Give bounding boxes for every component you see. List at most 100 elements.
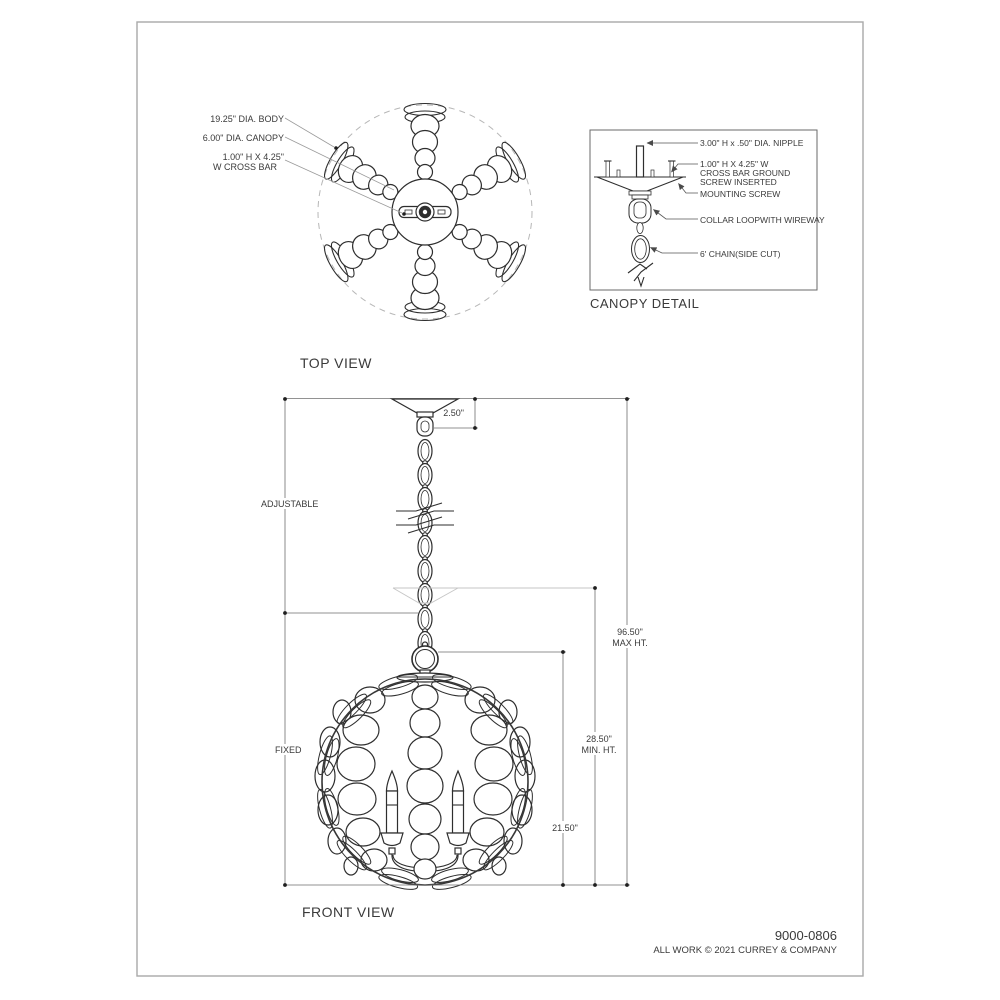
label-body-height: 21.50" [552, 823, 578, 833]
chain-link-inner [420, 586, 430, 604]
collar-stack-1 [628, 190, 652, 196]
label-adjustable: ADJUSTABLE [261, 499, 318, 509]
sphere-bead [462, 848, 490, 872]
dim-dot [593, 883, 597, 887]
label-min-height-value: 28.50" [586, 734, 612, 744]
candle-right [424, 769, 470, 873]
dim-dot [625, 397, 629, 401]
label-mask [578, 732, 620, 755]
rim-lens-bead [336, 693, 367, 724]
dim-dot [473, 397, 477, 401]
leader-crossbar-dot [402, 212, 406, 216]
ghost-canopy-cone [392, 587, 459, 604]
rim-lens-bead [324, 738, 340, 776]
small-link [636, 222, 644, 234]
sphere-bead [410, 833, 440, 861]
candle-cup-right [446, 832, 470, 847]
label-fixed: FIXED [275, 745, 302, 755]
label-mask [549, 821, 582, 833]
break-symbol-upper [396, 502, 454, 520]
label-crossbar-line2: W CROSS BAR [213, 162, 278, 172]
top-view-bead-arms [323, 102, 527, 322]
rim-lens-bead [478, 699, 508, 729]
break-symbol-lower [396, 516, 454, 534]
leader-mounting-screw [678, 183, 698, 194]
ground-screw-left [605, 160, 610, 178]
label-cd-crossbar-l2: CROSS BAR GROUND [700, 168, 790, 178]
candle-left [380, 769, 426, 873]
sphere-bead [407, 736, 443, 770]
label-min-height-caption: MIN. HT. [582, 745, 617, 755]
label-chain: 6' CHAIN(SIDE CUT) [700, 249, 781, 259]
label-nipple: 3.00" H x .50" DIA. NIPPLE [700, 138, 804, 148]
dim-dot [625, 883, 629, 887]
rim-lens-bead [317, 788, 333, 829]
rim-lens-bead [483, 693, 514, 724]
candle-tip-right [451, 769, 465, 792]
sphere-bead [409, 708, 441, 738]
label-canopy-diameter: 6.00" DIA. CANOPY [203, 133, 284, 143]
hanging-chain [417, 438, 433, 656]
rim-lens-bead [342, 699, 372, 729]
chain-link-inner [420, 610, 430, 628]
rim-lens-bead [324, 788, 340, 826]
dim-dot [473, 426, 477, 430]
sphere-bead [469, 817, 505, 847]
hub-center [422, 209, 428, 215]
canopy-detail-box [589, 129, 818, 291]
chain-link [417, 558, 433, 584]
sphere-bead [473, 782, 513, 816]
canopy-cone [596, 176, 684, 192]
rim-lens-bead [378, 674, 419, 690]
chain-link-inner [420, 466, 430, 484]
rim-lens-bead [478, 835, 508, 865]
sphere-bead [470, 714, 508, 746]
chain-link-detail-inner [634, 238, 647, 260]
rim-lens-bead [381, 867, 419, 883]
body-diameter-dashed-circle [317, 104, 533, 320]
sphere-bead [406, 768, 444, 804]
candle-tip-left [385, 769, 399, 792]
plate-nub-right [650, 169, 655, 178]
ghost-canopy [392, 587, 593, 604]
label-cd-crossbar-l1: 1.00" H X 4.25" W [700, 159, 768, 169]
chain-link-inner [420, 538, 430, 556]
chain-link-inner [420, 490, 430, 508]
rim-lens-bead [431, 681, 469, 697]
rim-lens-bead [510, 738, 526, 776]
arm-bead [416, 163, 434, 181]
candle-stem-left [388, 847, 396, 855]
dim-dot [561, 883, 565, 887]
part-number: 9000-0806 [775, 928, 837, 943]
label-crossbar-line1: 1.00" H X 4.25" [223, 152, 284, 162]
candle-cup-left [380, 832, 404, 847]
cross-bar-slot-right [437, 209, 446, 215]
dim-dot [283, 611, 287, 615]
sphere-bead [345, 817, 381, 847]
rim-lens-bead [317, 735, 333, 776]
top-view-title: TOP VIEW [300, 355, 372, 371]
canopy-detail-title: CANOPY DETAIL [590, 296, 699, 311]
dim-dot [283, 397, 287, 401]
rim-lens-bead [336, 840, 367, 871]
arm-bead [416, 243, 434, 261]
sphere-bead [491, 856, 507, 876]
rim-lens-bead [431, 874, 472, 890]
rim-lens-bead [431, 674, 472, 690]
sphere-rim-beads [317, 674, 533, 890]
sphere-center-column [406, 684, 444, 880]
nipple-rod [635, 145, 645, 178]
label-mask [259, 498, 312, 509]
rim-lens-bead [381, 681, 419, 697]
sphere-bead [343, 856, 359, 876]
label-mask [607, 625, 649, 648]
dim-dot [283, 883, 287, 887]
leader-collar-loop [653, 209, 698, 220]
collar-stack-2 [631, 194, 649, 200]
rim-lens-bead [378, 874, 419, 890]
dim-dot [561, 650, 565, 654]
sphere-bead [360, 848, 388, 872]
cross-bar-slot-left [404, 209, 413, 215]
chain-link-inner [420, 442, 430, 460]
label-cd-crossbar-l3: SCREW INSERTED [700, 177, 777, 187]
